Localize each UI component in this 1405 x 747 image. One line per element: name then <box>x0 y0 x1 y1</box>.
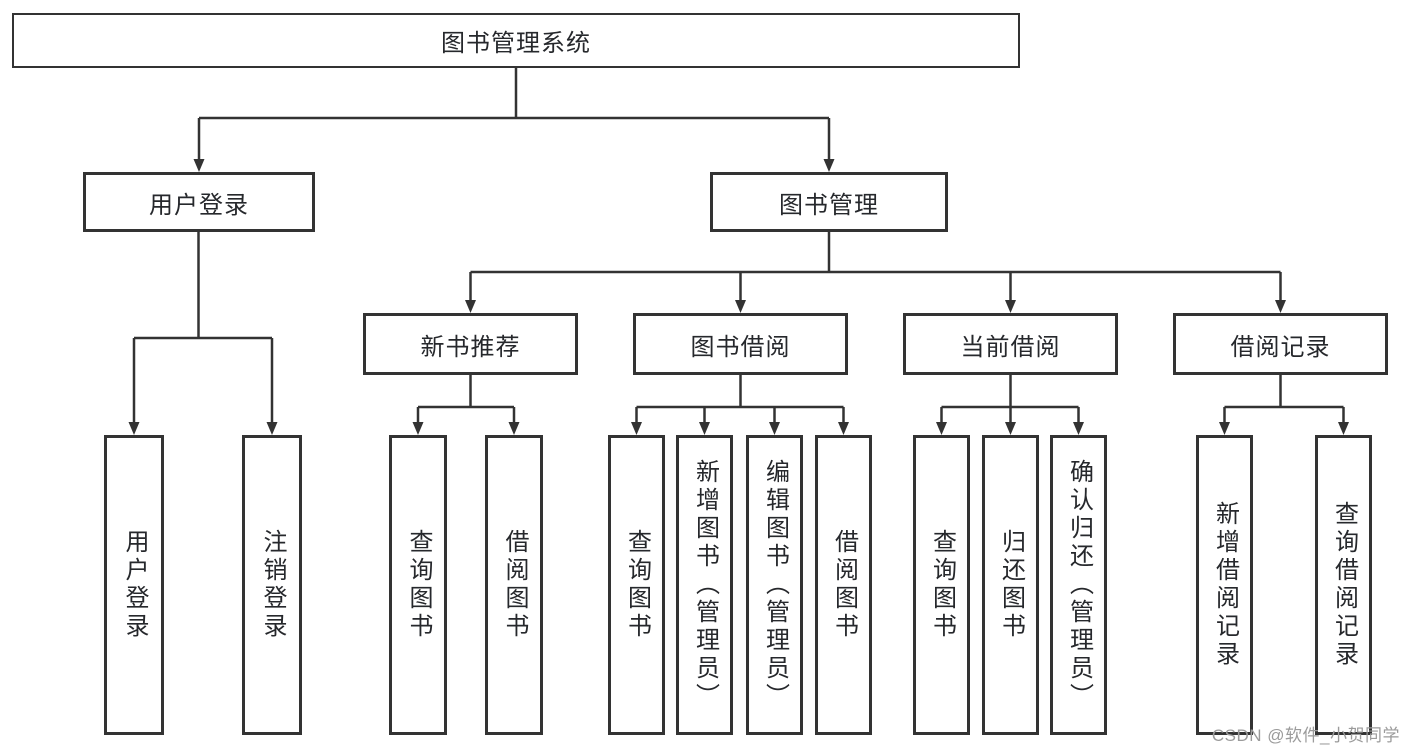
node-label: 当前借阅 <box>960 333 1061 361</box>
node-label: 借阅记录 <box>1230 333 1331 361</box>
leaf-user-login: 用户登录 <box>104 435 164 735</box>
node-label: 图书借阅 <box>690 333 791 361</box>
connector-userlogin-to-leaves <box>128 232 278 435</box>
leaf-return-books: 归还图书 <box>982 435 1039 735</box>
connector-newrec-to-leaves <box>412 375 520 435</box>
leaf-query-borrow-record: 查询借阅记录 <box>1315 435 1372 735</box>
node-label: 用户登录 <box>121 529 148 641</box>
node-label: 借阅图书 <box>501 529 528 641</box>
connector-root-to-level2 <box>193 68 835 172</box>
node-label: 确认归还（管理员） <box>1065 459 1093 711</box>
node-label: 用户登录 <box>149 191 249 219</box>
node-label: 查询借阅记录 <box>1330 501 1358 669</box>
node-label: 归还图书 <box>997 529 1025 641</box>
node-library-management-system: 图书管理系统 <box>12 13 1020 68</box>
node-label: 查询图书 <box>623 529 651 641</box>
leaf-confirm-return-admin: 确认归还（管理员） <box>1050 435 1107 735</box>
csdn-watermark: CSDN @软件_小贺同学 <box>1211 726 1400 745</box>
node-user-login: 用户登录 <box>83 172 315 232</box>
node-label: 新书推荐 <box>420 333 521 361</box>
leaf-query-books-2: 查询图书 <box>608 435 665 735</box>
leaf-add-borrow-record: 新增借阅记录 <box>1196 435 1253 735</box>
node-label: 编辑图书（管理员） <box>761 459 789 711</box>
node-current-borrowing: 当前借阅 <box>903 313 1118 375</box>
node-borrowing-records: 借阅记录 <box>1173 313 1388 375</box>
node-book-borrowing: 图书借阅 <box>633 313 848 375</box>
node-book-management: 图书管理 <box>710 172 948 232</box>
leaf-borrow-books-1: 借阅图书 <box>485 435 543 735</box>
leaf-add-books-admin: 新增图书（管理员） <box>676 435 733 735</box>
connector-borrow-to-leaves <box>631 375 849 435</box>
leaf-edit-books-admin: 编辑图书（管理员） <box>746 435 803 735</box>
leaf-logout: 注销登录 <box>242 435 302 735</box>
connector-bookmgmt-to-level3 <box>465 232 1286 313</box>
node-label: 查询图书 <box>928 529 956 641</box>
node-label: 新增图书（管理员） <box>691 459 719 711</box>
leaf-query-books-1: 查询图书 <box>389 435 447 735</box>
node-label: 图书管理 <box>779 191 879 219</box>
node-new-book-recommend: 新书推荐 <box>363 313 578 375</box>
node-label: 图书管理系统 <box>441 30 591 57</box>
connector-current-to-leaves <box>936 375 1084 435</box>
connector-records-to-leaves <box>1219 375 1349 435</box>
node-label: 借阅图书 <box>830 529 858 641</box>
node-label: 新增借阅记录 <box>1211 501 1239 669</box>
leaf-borrow-books-2: 借阅图书 <box>815 435 872 735</box>
node-label: 注销登录 <box>259 529 286 641</box>
node-label: 查询图书 <box>405 529 432 641</box>
leaf-query-books-3: 查询图书 <box>913 435 970 735</box>
